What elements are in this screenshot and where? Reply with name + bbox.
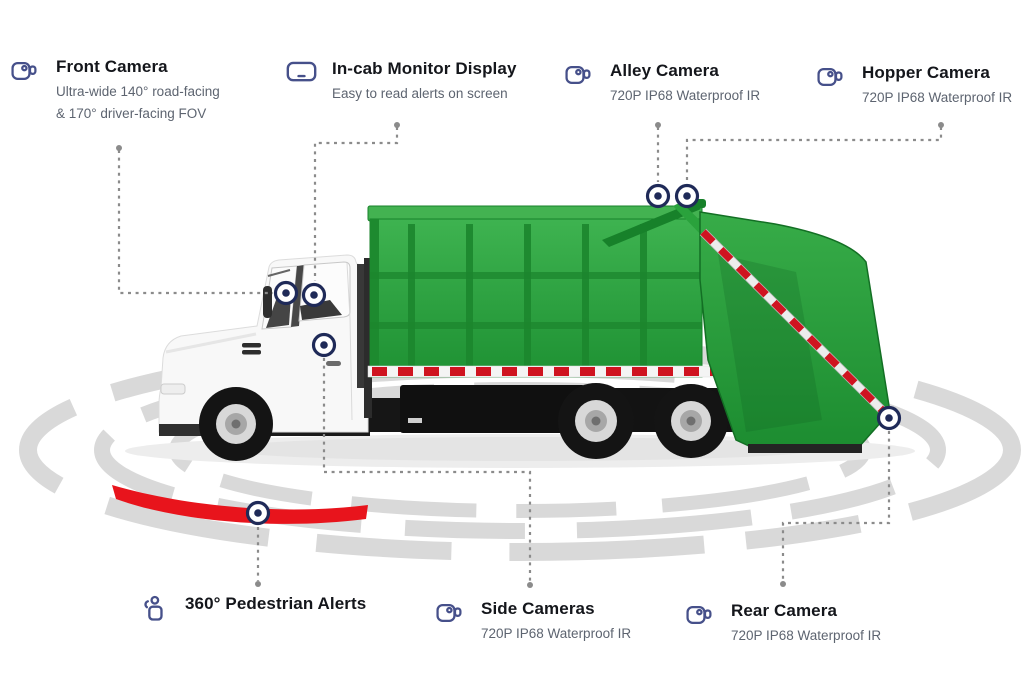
leader-line-rear-camera	[781, 431, 891, 581]
leader-lines	[116, 122, 944, 588]
side-mirror	[263, 286, 272, 318]
monitor-icon	[286, 60, 317, 85]
rear-wheel-1	[558, 383, 634, 459]
truck-container-body	[367, 205, 743, 378]
callout-subtitle: & 170° driver-facing FOV	[56, 106, 207, 121]
tailgate-reflective-stripe	[700, 229, 889, 417]
camera-point-rear	[876, 405, 902, 431]
callout-subtitle: 720P IP68 Waterproof IR	[481, 626, 632, 641]
callout-rear-camera: Rear Camera 720P IP68 Waterproof IR	[685, 601, 881, 643]
callout-side-cameras: Side Cameras 720P IP68 Waterproof IR	[435, 599, 631, 641]
callout-subtitle: 720P IP68 Waterproof IR	[862, 90, 1013, 105]
callout-subtitle: 720P IP68 Waterproof IR	[610, 88, 761, 103]
callout-title: Hopper Camera	[862, 63, 990, 82]
callout-pedestrian-alerts: 360° Pedestrian Alerts	[142, 594, 366, 627]
pedestrian-icon	[142, 595, 170, 627]
rear-tailgate	[699, 211, 891, 453]
leader-line-incab-monitor	[313, 127, 399, 281]
video-camera-icon	[685, 602, 716, 629]
leader-line-side-cameras	[322, 358, 532, 582]
callout-title: Side Cameras	[481, 599, 595, 618]
camera-point-markers	[245, 183, 902, 526]
callout-front-camera: Front Camera Ultra-wide 140° road-facing…	[10, 57, 220, 121]
front-wheel	[199, 387, 273, 461]
callout-title: 360° Pedestrian Alerts	[185, 594, 367, 613]
callout-subtitle: Easy to read alerts on screen	[332, 86, 508, 101]
headlight	[160, 383, 186, 395]
callout-title: Front Camera	[56, 57, 168, 76]
video-camera-icon	[564, 62, 595, 89]
camera-point-side	[311, 332, 337, 358]
callout-incab-monitor-display: In-cab Monitor Display Easy to read aler…	[286, 59, 517, 101]
camera-point-alley	[645, 183, 671, 209]
callout-hopper-camera: Hopper Camera 720P IP68 Waterproof IR	[816, 63, 1012, 105]
garbage-truck-illustration	[158, 199, 891, 461]
pedestrian-alert-point	[245, 500, 271, 526]
callout-alley-camera: Alley Camera 720P IP68 Waterproof IR	[564, 61, 760, 103]
rear-wheel-2	[654, 384, 728, 458]
camera-point-incab-monitor	[301, 282, 327, 308]
video-camera-icon	[435, 600, 466, 627]
callout-title: Rear Camera	[731, 601, 837, 620]
callout-subtitle: 720P IP68 Waterproof IR	[731, 628, 882, 643]
camera-point-front	[273, 280, 299, 306]
callout-title: Alley Camera	[610, 61, 719, 80]
video-camera-icon	[10, 58, 41, 85]
camera-point-hopper	[674, 183, 700, 209]
callout-subtitle: Ultra-wide 140° road-facing	[56, 84, 220, 99]
pedestrian-alert-zone-red-arc	[112, 485, 368, 524]
callout-title: In-cab Monitor Display	[332, 59, 517, 78]
video-camera-icon	[816, 64, 847, 91]
leader-line-hopper-camera	[685, 127, 943, 182]
leader-line-front-camera	[117, 150, 273, 295]
